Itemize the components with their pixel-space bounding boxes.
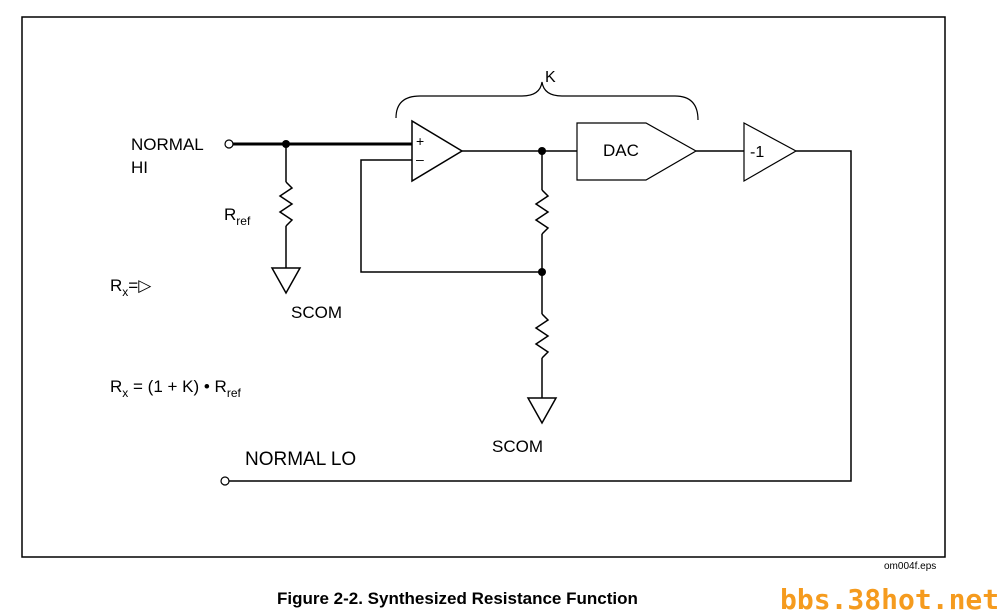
negative-feedback-wire xyxy=(360,159,542,273)
rref-label-sub: ref xyxy=(236,214,251,228)
lower-resistor xyxy=(534,313,550,359)
normal-lo-terminal xyxy=(220,476,230,486)
watermark: bbs.38hot.net xyxy=(780,583,999,616)
normal-hi-label-line1: NORMAL xyxy=(131,135,204,154)
inverter-triangle xyxy=(743,121,798,183)
rref-label: Rref xyxy=(224,205,251,228)
opamp-plus-label: + xyxy=(416,133,424,149)
inverter-label: -1 xyxy=(750,144,764,161)
return-wire xyxy=(229,150,852,482)
scom-left-label: SCOM xyxy=(291,303,342,322)
rx-sub: x xyxy=(122,285,128,299)
formula-ref-sub: ref xyxy=(227,386,242,400)
opamp-triangle xyxy=(411,119,464,183)
rx-main: R xyxy=(110,276,122,295)
rx-equivalence-label: Rx=▷ xyxy=(110,276,152,299)
normal-hi-label-line2: HI xyxy=(131,158,148,177)
formula-mid: = (1 + K) • R xyxy=(128,377,227,396)
rref-label-main: R xyxy=(224,205,236,224)
file-name-label: om004f.eps xyxy=(884,561,937,572)
rx-arrow: =▷ xyxy=(128,276,152,295)
formula-label: Rx = (1 + K) • Rref xyxy=(110,377,241,400)
formula-rx: R xyxy=(110,377,122,396)
diagram-frame xyxy=(21,16,946,558)
ground-right-icon xyxy=(526,397,558,425)
scom-right-label: SCOM xyxy=(492,437,543,456)
rref-resistor xyxy=(278,181,294,227)
normal-lo-label: NORMAL LO xyxy=(245,449,356,470)
feedback-resistor-upper xyxy=(534,189,550,235)
opamp-minus-label: – xyxy=(416,151,424,167)
circuit-diagram: + – DAC -1 K NORMAL HI Rref SCOM Rx=▷ Rx… xyxy=(21,16,946,558)
dac-label: DAC xyxy=(603,141,639,160)
formula-rx-sub: x xyxy=(122,386,128,400)
figure-caption: Figure 2-2. Synthesized Resistance Funct… xyxy=(277,589,638,608)
ground-left-icon xyxy=(270,267,302,295)
dac-block xyxy=(576,122,698,181)
k-brace xyxy=(395,81,699,121)
k-label: K xyxy=(545,69,556,86)
normal-hi-terminal xyxy=(224,139,234,149)
